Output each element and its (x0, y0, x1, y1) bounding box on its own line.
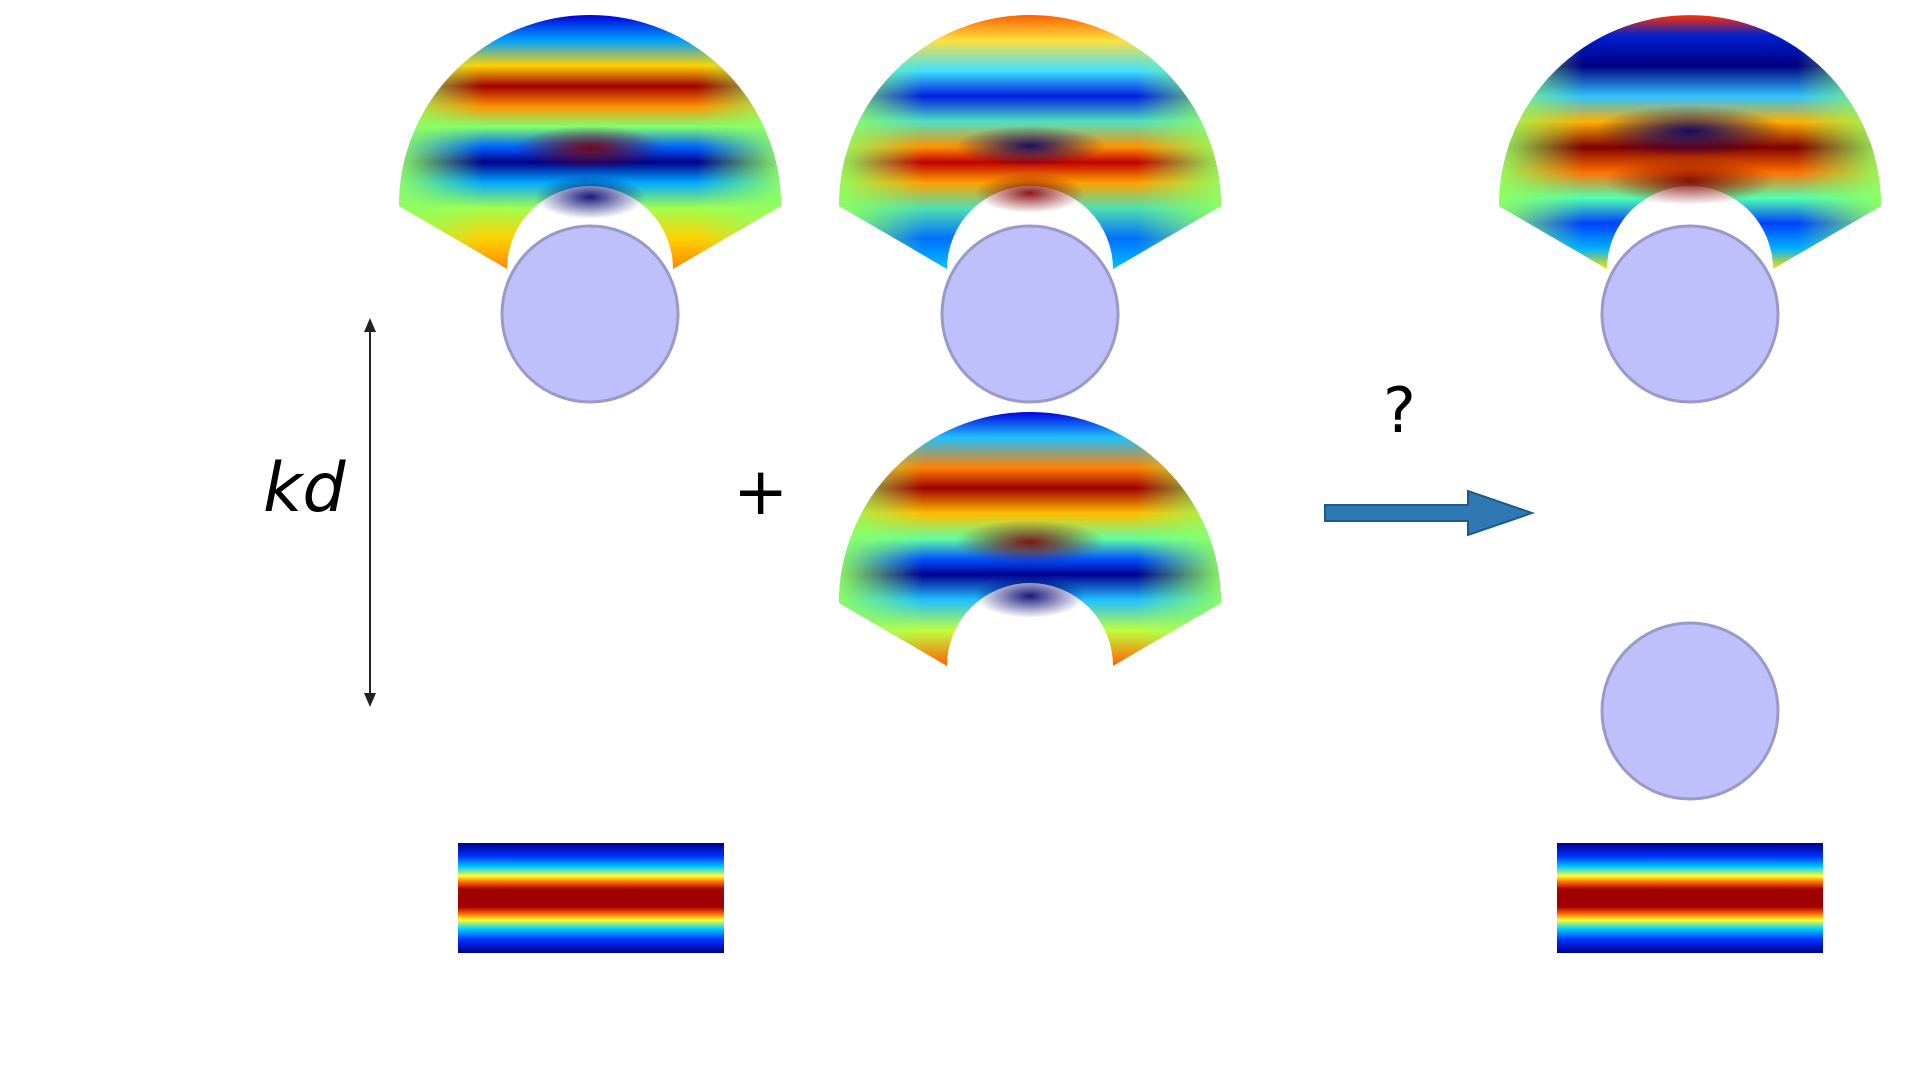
field-map-right (1499, 15, 1881, 270)
stripe-field-right (1557, 843, 1823, 953)
field-map-middle-top (839, 14, 1221, 270)
plus-sign: + (733, 453, 788, 530)
right-arrow-icon (1324, 489, 1536, 537)
field-map-left (399, 14, 781, 270)
double-headed-arrow-icon (364, 318, 376, 707)
question-mark: ? (1383, 374, 1416, 447)
sphere-top-middle (940, 224, 1120, 404)
sphere-top-right (1600, 224, 1780, 404)
stripe-field-left (458, 843, 724, 953)
distance-label: kd (263, 449, 346, 528)
field-map-middle-bottom (839, 411, 1221, 666)
sphere-top-left (500, 224, 680, 404)
sphere-bottom-right (1600, 621, 1780, 801)
